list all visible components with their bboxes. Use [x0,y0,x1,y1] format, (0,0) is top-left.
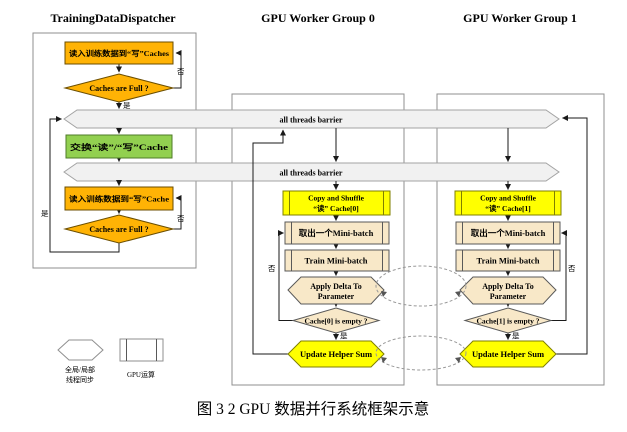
g0-update-helper-sum-label: Update Helper Sum [300,349,372,359]
g0-update-helper-sum-hexagon [287,340,385,368]
flow-g0-empty-no-loop [278,230,293,321]
g1-apply-delta-hexagon [459,276,557,305]
g1-train-minibatch-box [455,249,561,272]
swap-cache-box [65,134,173,159]
no-label-full1: 否 [177,67,185,76]
g0-train-minibatch-label: Train Mini-batch [305,256,368,266]
g1-cache-empty-diamond [463,307,553,334]
g1-update-helper-sum-hexagon [459,340,557,368]
update-sync-arrow-right-icon [455,357,461,363]
barrier-2-label: all threads barrier [280,169,343,178]
g0-cache-empty-diamond [291,307,381,334]
g0-take-minibatch-label: 取出一个Mini-batch [299,228,374,238]
apply-delta-sync-ellipse [375,265,467,307]
g1-apply-delta-label-1: Apply Delta To [482,282,534,291]
g1-take-minibatch-label: 取出一个Mini-batch [471,228,546,238]
update-sync-arrow-left-icon [381,357,387,363]
legend-sync-label-1: 全局/局部 [65,365,95,374]
caches-full-diamond-1 [63,73,175,103]
gpu-worker-group-0-title: GPU Worker Group 0 [261,11,375,25]
no-label-g0: 否 [268,264,276,273]
flow-full2-yes-loop [49,116,120,253]
g1-apply-delta-label-2: Parameter [490,292,527,301]
yes-label-full2: 是 [41,209,49,218]
all-threads-barrier-1 [63,109,560,129]
flow-full2-no-loop [173,195,182,230]
legend-sync-hexagon-icon [57,339,104,361]
g0-apply-delta-label-2: Parameter [318,292,355,301]
g0-copy-shuffle-box [282,190,391,216]
g0-apply-delta-label-1: Apply Delta To [310,282,362,291]
yes-label-full1: 是 [123,101,131,110]
figure-caption: 图 3 2 GPU 数据并行系统框架示意 [197,399,430,418]
g0-take-minibatch-box [284,221,390,245]
barrier-1-label: all threads barrier [280,116,343,125]
apply-sync-arrow-left-icon [381,291,387,297]
g0-cache-empty-label: Cache[0] is empty ? [304,317,367,326]
g1-copy-shuffle-label-2: “读” Cache[1] [485,203,531,213]
caches-full-diamond-2 [63,214,175,244]
g1-take-minibatch-box [455,221,561,245]
read-training-data-cache-box [64,186,174,211]
swap-cache-label: 交换“读”/“写”Cache [70,142,169,152]
g0-copy-shuffle-label-1: Copy and Shuffle [308,194,365,203]
g0-train-minibatch-box [284,249,390,272]
read-training-data-caches-label: 读入训练数据到“写”Caches [69,48,169,58]
legend-sync-label-2: 线程同步 [66,375,94,384]
legend-gpu-box-icon [119,338,164,362]
g1-train-minibatch-label: Train Mini-batch [477,256,540,266]
no-label-g1: 否 [568,264,576,273]
read-training-data-caches-box [64,41,174,65]
flow-full1-no-loop [173,50,182,89]
g1-copy-shuffle-label-1: Copy and Shuffle [480,194,537,203]
flow-g1-empty-no-loop [551,230,567,321]
flow-g0-update-to-barrier1 [252,129,288,355]
g0-copy-shuffle-label-2: “读” Cache[0] [313,203,359,213]
update-sum-sync-ellipse [375,335,467,371]
flow-g1-update-to-barrier1 [556,115,588,355]
caches-full-label-2: Caches are Full ? [89,225,148,234]
all-threads-barrier-2 [63,162,560,182]
legend-gpu-label: GPU运算 [127,370,155,379]
gpu-worker-group-1-title: GPU Worker Group 1 [463,11,577,25]
dispatcher-title: TrainingDataDispatcher [50,11,176,25]
g1-copy-shuffle-box [454,190,562,216]
yes-label-g1: 是 [512,332,520,341]
g0-apply-delta-hexagon [287,276,385,305]
apply-sync-arrow-right-icon [455,291,461,297]
caches-full-label-1: Caches are Full ? [89,84,148,93]
g1-update-helper-sum-label: Update Helper Sum [472,349,544,359]
g1-cache-empty-label: Cache[1] is empty ? [476,317,539,326]
yes-label-g0: 是 [340,332,348,341]
no-label-full2: 否 [177,214,185,223]
read-training-data-cache-label: 读入训练数据到“写”Cache [69,194,170,204]
